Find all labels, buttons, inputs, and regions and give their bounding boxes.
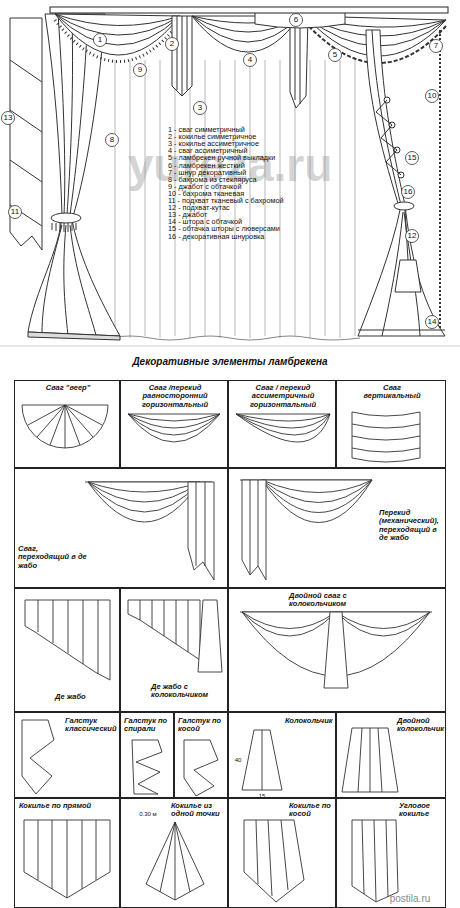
legend-entry: 9 - джабот с обтачкой [168, 183, 241, 190]
legend-entry: 10 - бахрома тканевая [168, 190, 244, 197]
cell-caption: Сваг "веер" [45, 384, 91, 392]
legend-entry: 12 - подхват-кутас [168, 204, 230, 211]
cell-caption: Колокольчик [285, 717, 335, 725]
cell-caption: Галстук по спирали [124, 717, 172, 734]
cell-caption: Сваг / перекид ассиметричный горизонталь… [231, 384, 335, 409]
separator [0, 346, 460, 347]
element-cell: Де жабо с колокольчиком [120, 588, 228, 712]
element-cell: Сваг вертикальный [336, 380, 446, 468]
right-curtain [358, 30, 445, 336]
element-cell: Сваг /перекид равносторонний горизонталь… [120, 380, 228, 468]
callout-number: 9 [132, 64, 148, 76]
element-cell: Кокилье по прямой [14, 798, 120, 908]
legend-entry: 14 - штора с обтачкой [168, 218, 242, 225]
legend: 1 - сваг симметричный2 - кокилье симметр… [168, 126, 368, 246]
kokilye [172, 16, 192, 96]
callout-number: 12 [404, 230, 420, 242]
element-cell: Сваг / перекид ассиметричный горизонталь… [228, 380, 336, 468]
legend-entry: 11 - подхват тканевый с бахромой [168, 197, 284, 204]
watermark: postila.ru [370, 892, 450, 906]
cell-caption: Галстук по косой [178, 717, 226, 734]
table-title: Декоративные элементы ламбрекена [0, 356, 460, 367]
cell-caption: Сваг, переходящий в де жабо [18, 545, 90, 570]
cell-caption: Сваг /перекид равносторонний горизонталь… [123, 384, 227, 409]
asymmetric-kokilye [290, 16, 308, 108]
legend-entry: 16 - декоративная шнуровка [168, 233, 264, 240]
element-sketches [22, 405, 432, 902]
callout-number: 1 [92, 34, 108, 46]
dimension: 15 [254, 791, 270, 801]
cell-caption: Де жабо с колокольчиком [151, 683, 215, 700]
legend-entry: 15 - обтачка шторы с люверсами [168, 225, 280, 232]
callout-number: 16 [400, 186, 416, 198]
element-cell: Сваг "веер" [14, 380, 120, 468]
cell-caption: Перекид (механический), переходящий в де… [379, 509, 445, 543]
cornice [50, 7, 448, 13]
cell-caption: Де жабо [55, 693, 119, 701]
callout-number: 14 [424, 316, 440, 328]
element-cell: Двойной колокольчик [336, 712, 446, 798]
callout-number: 6 [288, 14, 304, 26]
callout-number: 11 [7, 206, 23, 218]
left-swag [55, 14, 180, 62]
callout-number: 3 [192, 102, 208, 114]
callout-number: 5 [327, 49, 343, 61]
cell-caption: Сваг вертикальный [362, 384, 422, 401]
sheer-curtain [110, 60, 360, 340]
cell-caption: Галстук классический [65, 717, 119, 734]
element-cell: Галстук по косой [174, 712, 228, 798]
callout-number: 15 [404, 152, 420, 164]
cell-caption: Кокилье из одной точки [171, 802, 227, 819]
legend-entry: 6 - ламбрекен жесткий [168, 162, 245, 169]
cell-caption: Кокилье по прямой [19, 802, 117, 810]
dimension: 0.30 м [130, 809, 166, 819]
callout-number: 10 [424, 90, 440, 102]
cell-caption: Двойной колокольчик [397, 717, 445, 734]
callout-number: 13 [0, 112, 16, 124]
element-cell: Двойной сваг с колокольчиком [228, 588, 446, 712]
callout-number: 7 [428, 40, 444, 52]
element-cell: Кокилье по косой [228, 798, 336, 908]
dimension: 40 [230, 755, 246, 765]
legend-entry: 4 - сваг ассиметричный [168, 147, 248, 154]
legend-entry: 2 - кокилье симметричное [168, 133, 256, 140]
element-cell: Колокольчик [228, 712, 336, 798]
legend-entry: 7 - шнур декоративный [168, 169, 246, 176]
element-cell: Галстук по спирали [120, 712, 174, 798]
left-curtain [28, 14, 120, 340]
rigid-lambrequin [255, 12, 345, 28]
cell-caption: Двойной сваг с колокольчиком [289, 592, 399, 609]
element-cell: Угловое кокилье [336, 798, 446, 908]
legend-entry: 13 - джабот [168, 211, 207, 218]
legend-entry: 5 - ламбрекен ручной выкладки [168, 154, 275, 161]
cell-caption: Угловое кокилье [399, 802, 445, 819]
legend-entry: 8 - бахрома из стекляруса [168, 176, 257, 183]
element-cell: Перекид (механический), переходящий в де… [228, 468, 446, 588]
legend-entry: 1 - сваг симметричный [168, 126, 245, 133]
element-cell: Кокилье из одной точки [120, 798, 228, 908]
element-cell: Сваг, переходящий в де жабо [14, 468, 228, 588]
element-cell: Де жабо [14, 588, 120, 712]
callout-number: 2 [164, 38, 180, 50]
callout-number: 4 [242, 54, 258, 66]
callout-number: 8 [104, 134, 120, 146]
element-cell: Галстук классический [14, 712, 120, 798]
callout-circles [2, 14, 443, 329]
cell-caption: Кокилье по косой [289, 802, 335, 819]
legend-entry: 3 - кокилье ассиметричное [168, 140, 259, 147]
